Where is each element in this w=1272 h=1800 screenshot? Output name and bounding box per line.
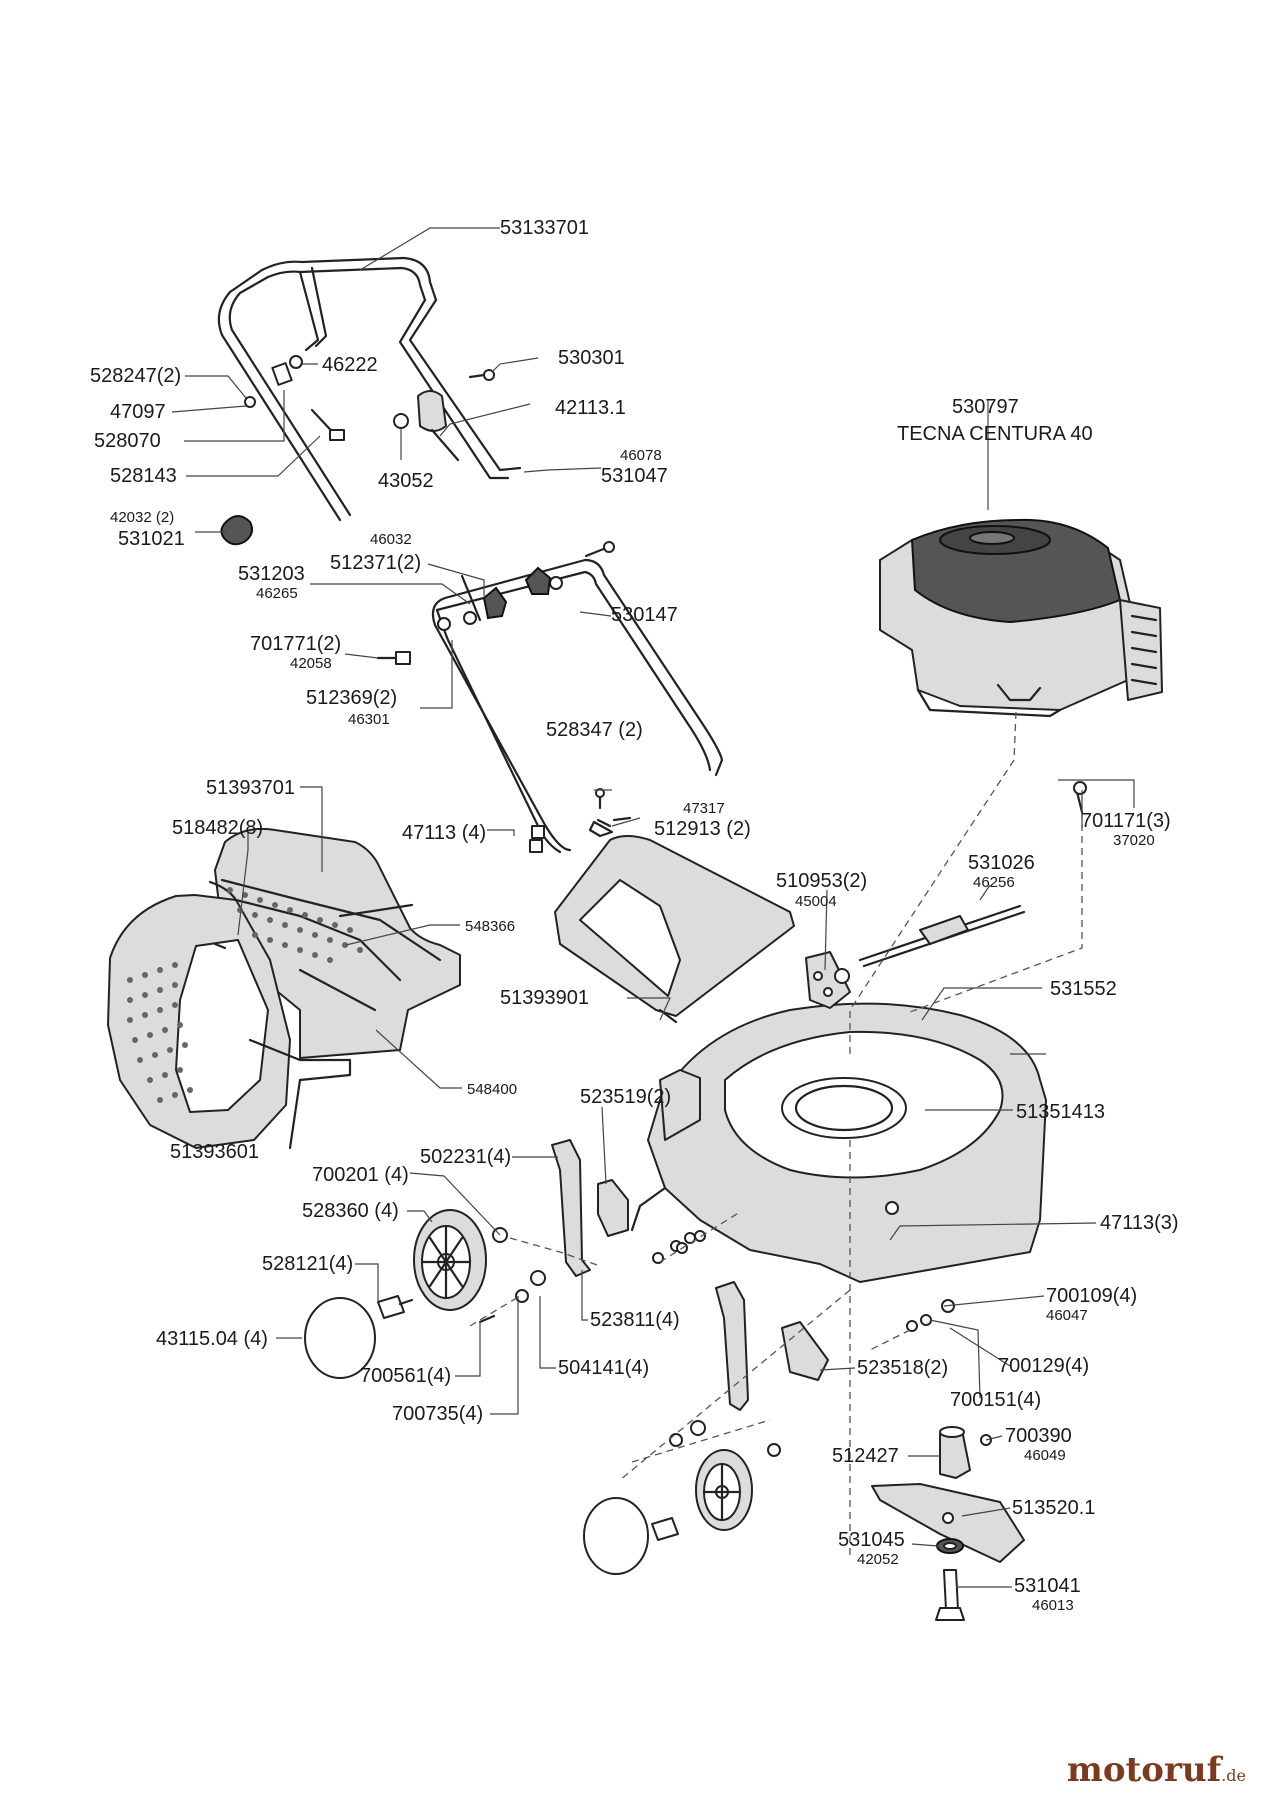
label-46049: 46049 [1024,1447,1066,1464]
label-528247: 528247(2) [90,365,181,387]
label-42058: 42058 [290,655,332,672]
label-531026: 531026 [968,852,1035,874]
label-518482: 518482(8) [172,817,263,839]
mower-deck-drawing [630,951,1047,1283]
label-46013: 46013 [1032,1597,1074,1614]
label-46032: 46032 [370,531,412,548]
label-42032: 42032 (2) [110,509,174,526]
grass-catcher-drawing [107,827,461,1150]
engine-drawing [879,518,1163,718]
label-46078: 46078 [620,447,662,464]
upper-handle-drawing [217,256,522,522]
label-46047: 46047 [1046,1307,1088,1324]
label-528347: 528347 (2) [546,719,643,741]
assembly-dashed-lines [469,711,1083,1560]
label-531045: 531045 [838,1529,905,1551]
label-47113-a: 47113 (4) [402,822,486,844]
label-47113-b: 47113(3) [1100,1212,1179,1234]
label-528360: 528360 (4) [302,1200,399,1222]
leader-lines [171,227,1135,1588]
label-51393901: 51393901 [500,987,589,1009]
label-531041: 531041 [1014,1575,1081,1597]
blade-assembly-drawing [871,1426,1025,1621]
label-528070: 528070 [94,430,161,452]
label-512371: 512371(2) [330,552,421,574]
label-47317: 47317 [683,800,725,817]
label-46265: 46265 [256,585,298,602]
watermark-brand: motoruf [1066,1750,1222,1790]
label-53133701: 53133701 [500,217,589,239]
label-528143: 528143 [110,465,177,487]
label-51351413: 51351413 [1016,1101,1105,1123]
label-43115-04: 43115.04 (4) [156,1328,268,1350]
label-46301: 46301 [348,711,390,728]
watermark-suffix: .de [1221,1766,1246,1785]
label-701771: 701771(2) [250,633,341,655]
label-43052: 43052 [378,470,434,492]
label-512913: 512913 (2) [654,818,751,840]
label-510953: 510953(2) [776,870,867,892]
label-530797: 530797 [952,396,1019,418]
label-531047: 531047 [601,465,668,487]
label-504141: 504141(4) [558,1357,649,1379]
label-700201: 700201 (4) [312,1164,409,1186]
label-548400: 548400 [467,1081,517,1098]
label-523519: 523519(2) [580,1086,671,1108]
label-530147: 530147 [611,604,678,626]
label-42052: 42052 [857,1551,899,1568]
motoruf-watermark-logo: motoruf.de [1067,1750,1246,1790]
label-47097: 47097 [110,401,166,423]
label-531552: 531552 [1050,978,1117,1000]
label-523811: 523811(4) [590,1309,680,1331]
spring-rod-drawing [834,781,1087,984]
label-700561: 700561(4) [360,1365,451,1387]
label-528121: 528121(4) [262,1253,353,1275]
label-700109: 700109(4) [1046,1285,1137,1307]
label-46256: 46256 [973,874,1015,891]
label-46222: 46222 [322,354,378,376]
label-512427: 512427 [832,1445,899,1467]
part-number-labels: 53133701 528247(2) 46222 530301 47097 42… [90,217,1179,1614]
label-700390: 700390 [1005,1425,1072,1447]
label-45004: 45004 [795,893,837,910]
label-42113-1: 42113.1 [555,397,626,419]
label-512369: 512369(2) [306,687,397,709]
label-51393701: 51393701 [206,777,295,799]
handle-small-parts [220,355,495,546]
label-701171: 701171(3) [1081,810,1171,832]
label-502231: 502231(4) [420,1146,511,1168]
label-513520-1: 513520.1 [1012,1497,1095,1519]
label-700151: 700151(4) [950,1389,1041,1411]
discharge-flap-drawing [554,835,795,1024]
label-530301: 530301 [558,347,625,369]
label-700129: 700129(4) [998,1355,1089,1377]
label-531021: 531021 [118,528,185,550]
label-531203: 531203 [238,563,305,585]
lower-handle-drawing [376,541,724,854]
label-548366: 548366 [465,918,515,935]
label-engine-model: TECNA CENTURA 40 [897,423,1093,445]
label-37020: 37020 [1113,832,1155,849]
label-51393601: 51393601 [170,1141,259,1163]
label-523518: 523518(2) [857,1357,948,1379]
label-700735: 700735(4) [392,1403,483,1425]
